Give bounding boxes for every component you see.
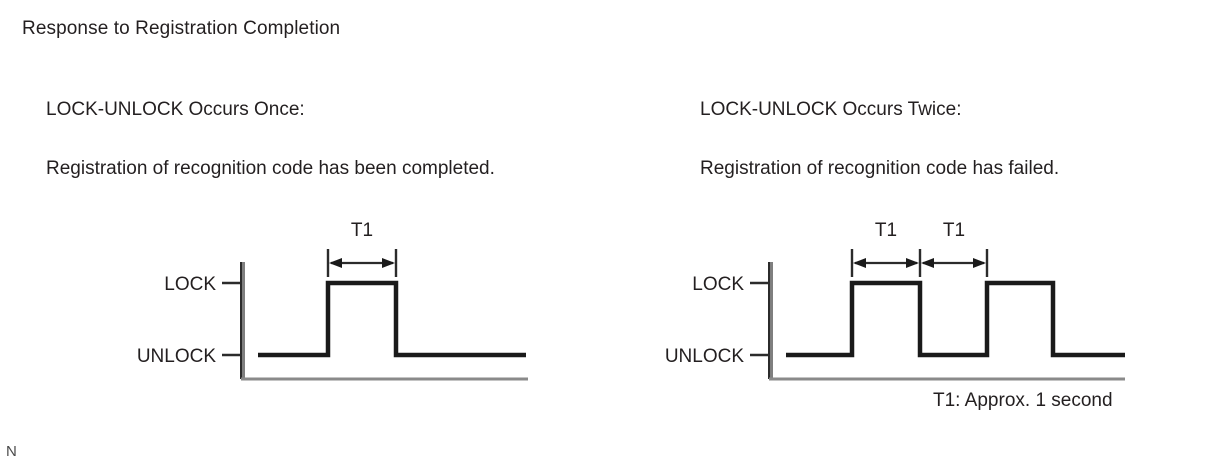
label-lock-twice: LOCK (692, 274, 744, 295)
arrowhead-right-twice-second (973, 258, 986, 268)
arrowhead-left-twice-second (921, 258, 934, 268)
page-mark: N (6, 443, 17, 460)
label-t1-twice-second: T1 (943, 220, 965, 241)
label-t1-twice-first: T1 (875, 220, 897, 241)
arrowhead-right-twice-first (906, 258, 919, 268)
signal-trace-twice (786, 280, 1125, 358)
axis-group-once (240, 262, 528, 381)
label-unlock-twice: UNLOCK (665, 346, 745, 367)
signal-trace-once (258, 280, 526, 358)
axis-group-twice (768, 262, 1125, 381)
section-description-once: Registration of recognition code has bee… (46, 158, 495, 179)
t1-legend-note: T1: Approx. 1 second (933, 390, 1113, 411)
section-heading-once: LOCK-UNLOCK Occurs Once: (46, 99, 305, 120)
dimension-t1-twice-second: T1 (921, 220, 989, 277)
page-title: Response to Registration Completion (22, 18, 341, 39)
label-unlock-once: UNLOCK (137, 346, 217, 367)
label-lock-once: LOCK (164, 274, 216, 295)
dimension-t1-twice-first: T1 (850, 220, 922, 277)
arrowhead-right-once (382, 258, 395, 268)
dimension-t1-once: T1 (326, 220, 398, 277)
section-description-twice: Registration of recognition code has fai… (700, 158, 1060, 179)
arrowhead-left-twice-first (853, 258, 866, 268)
section-heading-twice: LOCK-UNLOCK Occurs Twice: (700, 99, 962, 120)
arrowhead-left-once (329, 258, 342, 268)
label-t1-once: T1 (351, 220, 373, 241)
